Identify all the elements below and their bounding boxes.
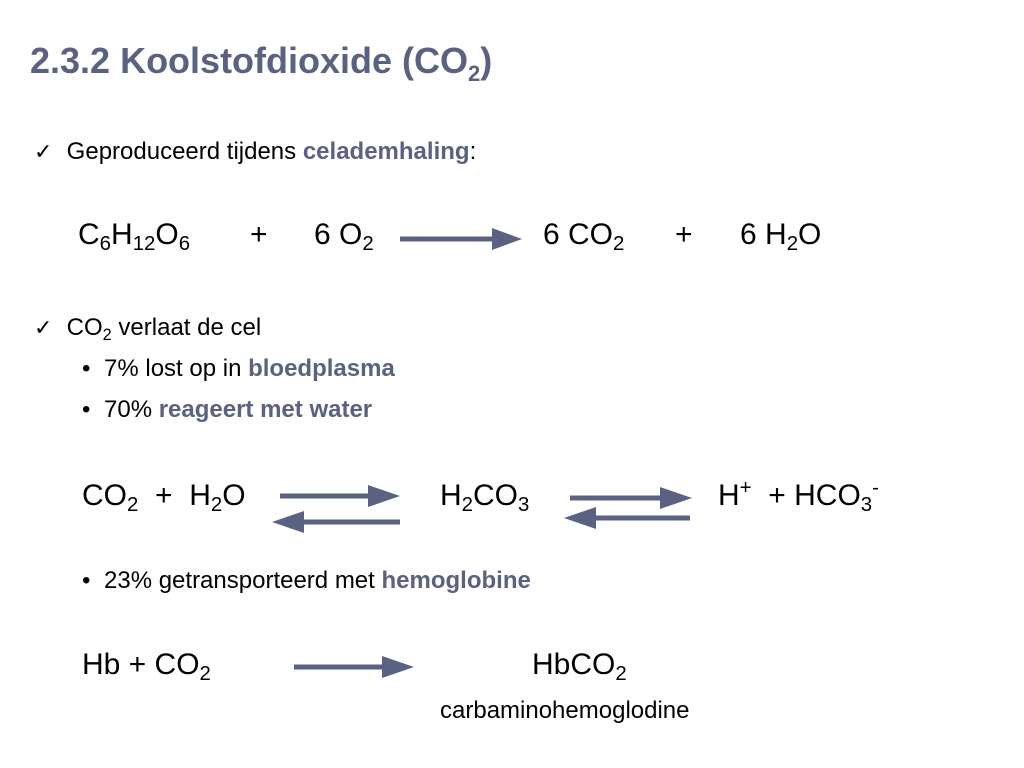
reactants-co2-water: CO2 + H2O bbox=[82, 479, 246, 517]
glucose-formula: C6H12O6 bbox=[78, 218, 191, 256]
water-product: 6 H2O bbox=[740, 218, 822, 256]
bullet-icon: • bbox=[82, 396, 91, 423]
check-item-production: ✓ Geproduceerd tijdens celademhaling: bbox=[34, 138, 477, 165]
list-item: •7% lost op in bloedplasma bbox=[82, 355, 395, 382]
carbonic-acid-formula: H2CO3 bbox=[440, 479, 530, 517]
checkmark-icon: ✓ bbox=[34, 140, 53, 165]
oxygen-formula: 6 O2 bbox=[314, 218, 374, 256]
bullet-icon: • bbox=[82, 355, 91, 382]
plus-sign: + bbox=[675, 218, 693, 251]
check-item-leaves-cell: ✓ CO2 verlaat de cel bbox=[34, 314, 262, 344]
checkmark-icon: ✓ bbox=[34, 316, 53, 341]
reaction-arrow-icon bbox=[400, 228, 522, 250]
plus-sign: + bbox=[250, 218, 268, 251]
bullet-icon: • bbox=[82, 567, 91, 594]
reaction-arrow-icon bbox=[294, 656, 414, 678]
ions-products: H+ + HCO3- bbox=[718, 476, 879, 517]
product-caption: carbaminohemoglodine bbox=[440, 697, 690, 724]
slide-title: 2.3.2 Koolstofdioxide (CO2) bbox=[30, 40, 493, 86]
list-item: •23% getransporteerd met hemoglobine bbox=[82, 567, 531, 594]
equilibrium-arrow-icon bbox=[564, 487, 692, 529]
list-item: •70% reageert met water bbox=[82, 396, 373, 423]
equilibrium-arrow-icon bbox=[272, 485, 400, 533]
reactants-hb-co2: Hb + CO2 bbox=[82, 648, 211, 686]
co2-product: 6 CO2 bbox=[543, 218, 625, 256]
hbco2-product: HbCO2 bbox=[532, 648, 627, 686]
